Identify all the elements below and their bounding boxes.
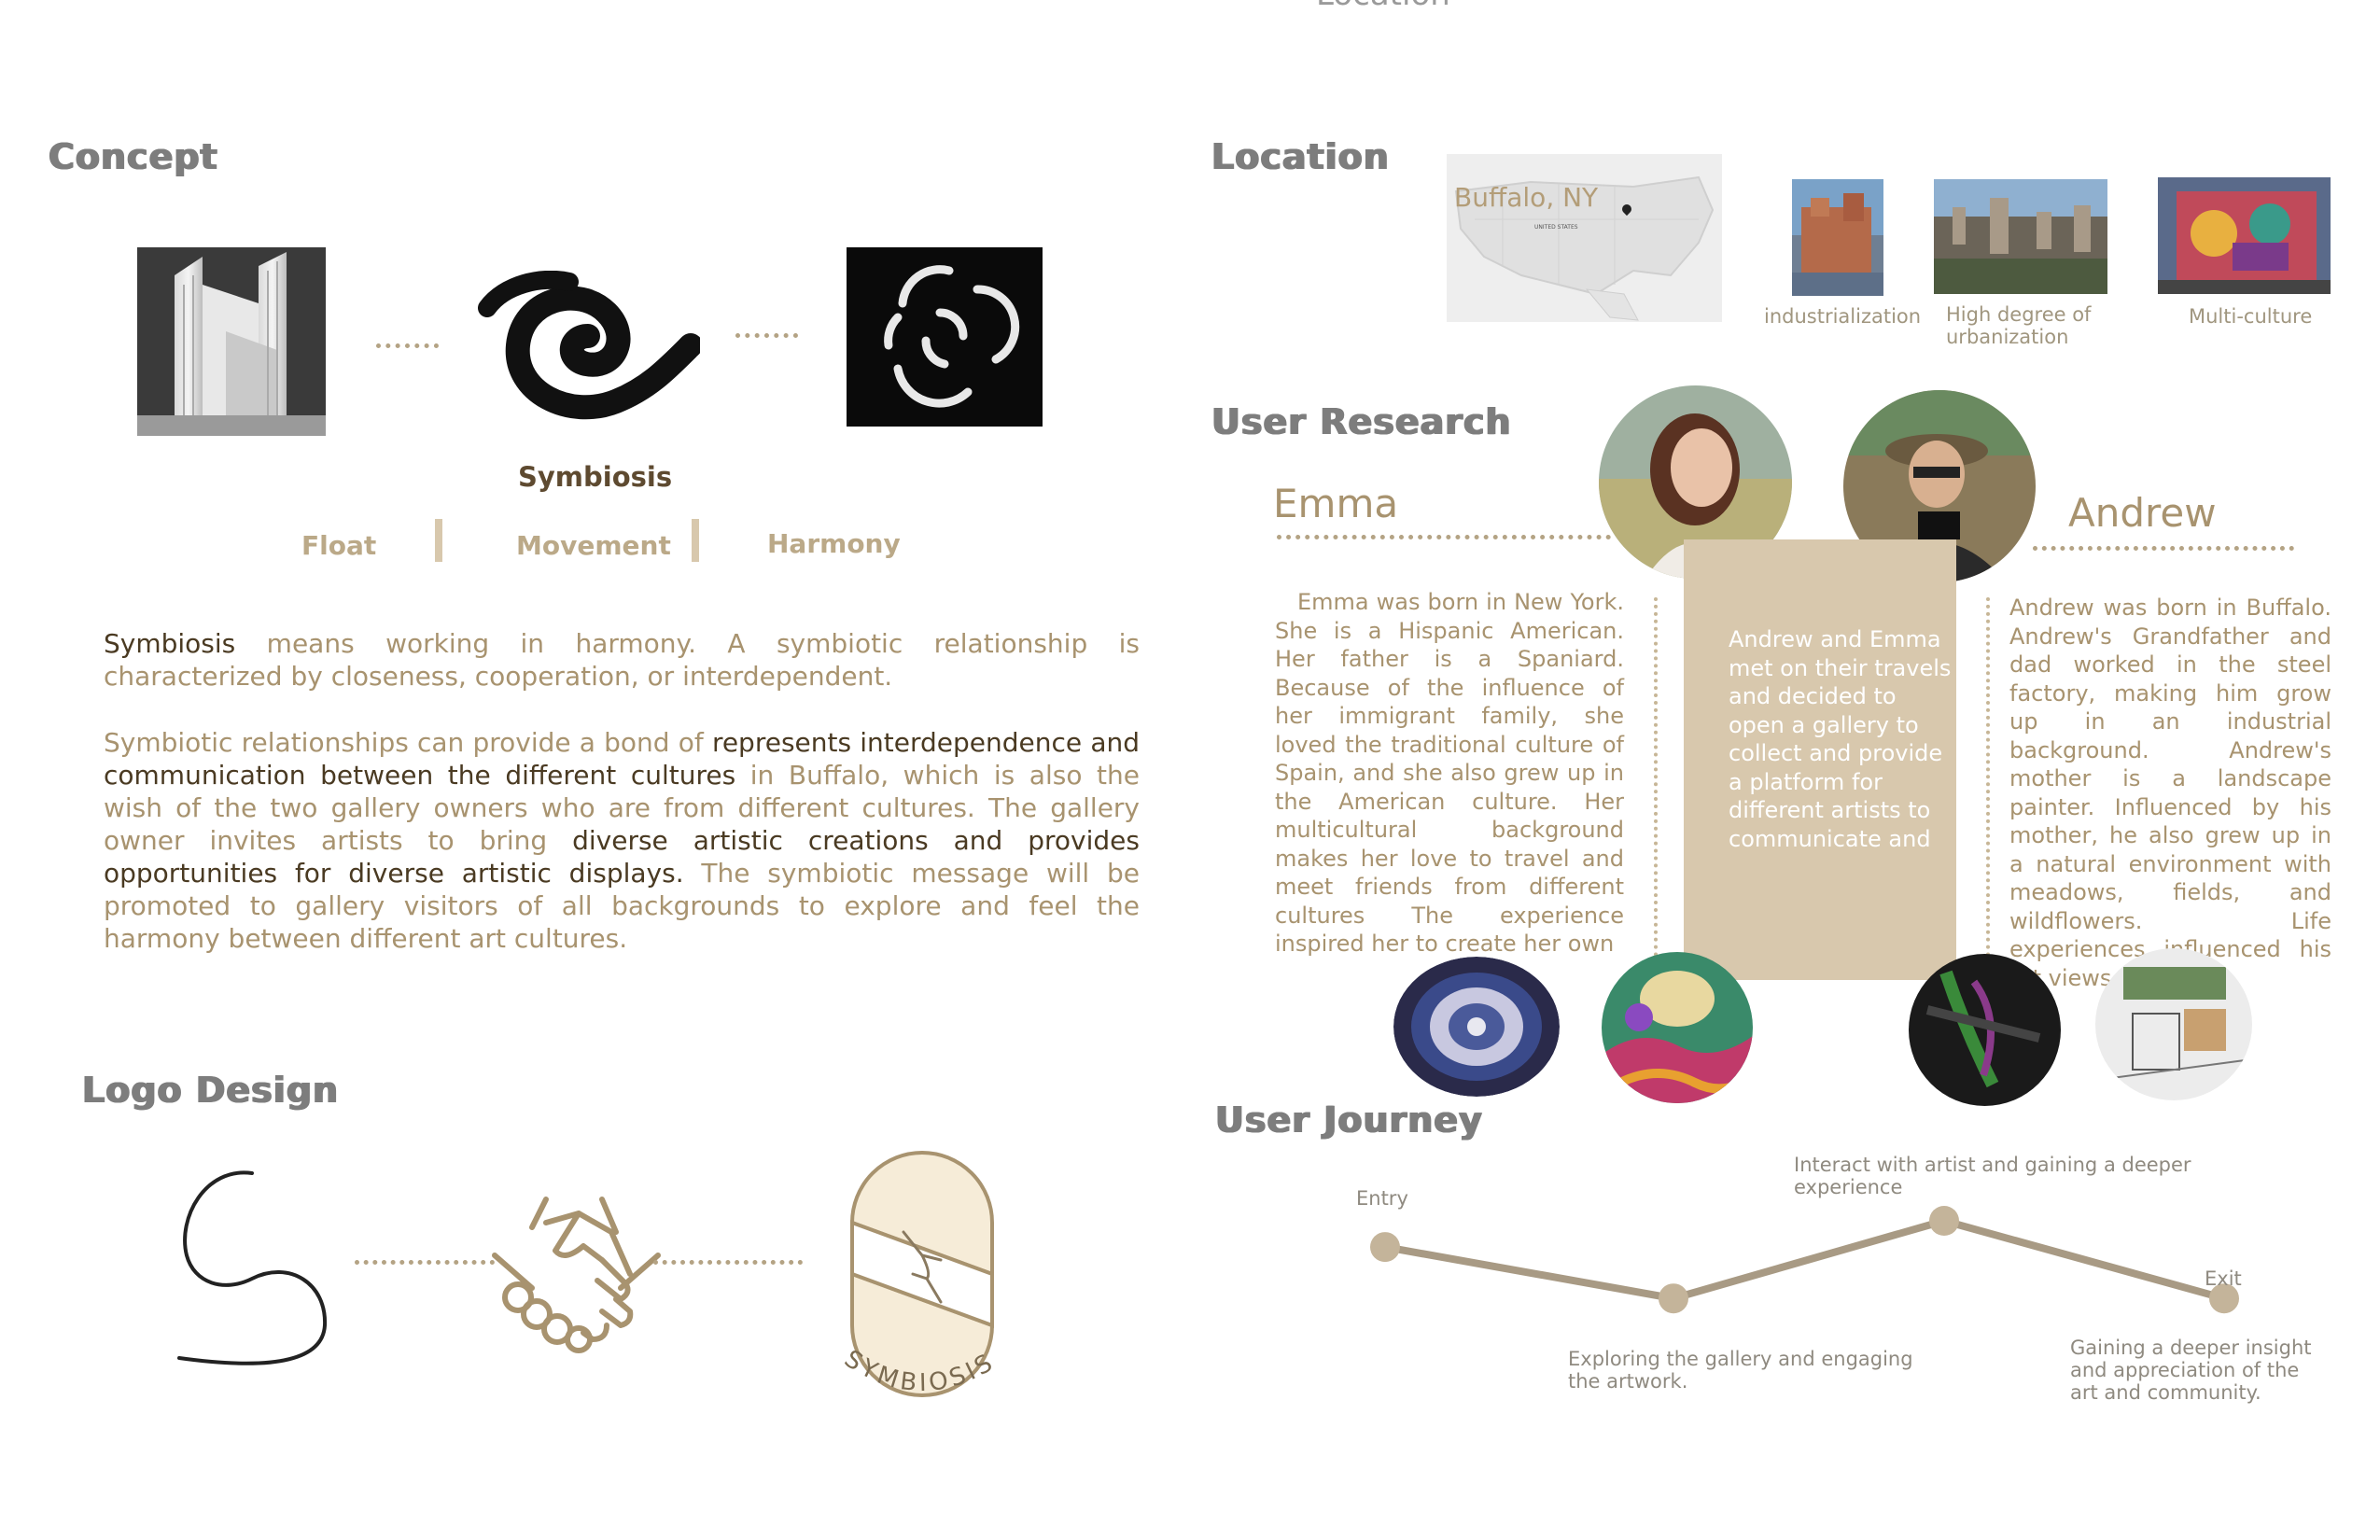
user-research-heading: User Research	[1211, 401, 1512, 442]
concept-title: Symbiosis	[518, 461, 673, 493]
photo-multi-culture	[2158, 177, 2331, 294]
andrew-bio: Andrew was born in Buffalo. Andrew's Gra…	[2009, 595, 2331, 991]
caption-industrialization: industrialization	[1764, 305, 1922, 328]
logo-dots-2	[653, 1260, 803, 1265]
shared-story-text: Andrew and Emma met on their travels and…	[1729, 626, 1952, 852]
emma-underline	[1277, 535, 1611, 539]
journey-desc-explore: Exploring the gallery and engaging the a…	[1568, 1348, 1913, 1393]
spiral-symbol	[476, 270, 703, 420]
dots-connector-1	[376, 343, 439, 348]
map-label: Buffalo, NY	[1454, 182, 1599, 213]
keyword-separator-2	[692, 519, 699, 562]
journey-point-3	[1929, 1206, 1959, 1236]
caption-multi-culture: Multi-culture	[2189, 305, 2313, 328]
art-mandala	[1393, 957, 1560, 1097]
logo-design-heading: Logo Design	[82, 1070, 340, 1111]
symbiosis-logo: SYMBIOSIS	[838, 1143, 1006, 1419]
shared-story-panel: Andrew and Emma met on their travels and…	[1684, 539, 1956, 980]
journey-desc-exit: Gaining a deeper insight and appreciatio…	[2070, 1337, 2312, 1404]
keyword-movement: Movement	[516, 530, 671, 561]
journey-label-exit: Exit	[2205, 1267, 2242, 1290]
logo-dots-1	[355, 1260, 495, 1265]
s-sketch-icon	[168, 1162, 336, 1377]
concept-heading: Concept	[49, 136, 218, 177]
photo-industrialization	[1792, 179, 1883, 296]
handshake-icon	[490, 1195, 663, 1353]
andrew-name: Andrew	[2068, 490, 2217, 536]
abstract-arc-image	[847, 247, 1043, 427]
caption-urbanization: High degree of urbanization	[1946, 303, 2092, 348]
art-dark-weave	[1909, 954, 2061, 1106]
art-sketch-watercolor	[2095, 948, 2252, 1100]
architecture-image	[137, 247, 326, 436]
journey-point-1	[1370, 1232, 1400, 1263]
top-cut-text: Location	[1316, 0, 1450, 13]
journey-desc-interact: Interact with artist and gaining a deepe…	[1794, 1154, 2191, 1198]
emma-bio: Emma was born in New York. She is a Hisp…	[1275, 589, 1624, 957]
us-map: Buffalo, NY UNITED STATES	[1447, 154, 1722, 322]
map-sub-label: UNITED STATES	[1534, 224, 1578, 231]
journey-label-entry: Entry	[1356, 1187, 1408, 1210]
user-journey-heading: User Journey	[1215, 1099, 1483, 1141]
concept-paragraph-1: Symbiosis means working in harmony. A sy…	[104, 628, 1140, 692]
keyword-float: Float	[301, 530, 377, 561]
journey-point-2	[1659, 1283, 1688, 1314]
keyword-separator-1	[435, 519, 442, 562]
keyword-harmony: Harmony	[767, 528, 901, 559]
dots-connector-2	[735, 333, 798, 338]
andrew-divider	[1986, 597, 1990, 957]
emma-avatar	[1599, 385, 1792, 579]
concept-paragraph-2: Symbiotic relationships can provide a bo…	[104, 727, 1141, 954]
photo-urbanization	[1934, 179, 2107, 294]
journey-line	[1381, 1217, 2228, 1303]
journey-point-4	[2209, 1283, 2239, 1314]
emma-name: Emma	[1273, 481, 1399, 526]
emma-divider	[1654, 597, 1658, 957]
location-heading: Location	[1211, 136, 1390, 177]
andrew-underline	[2033, 546, 2294, 551]
art-colorful-painting	[1602, 952, 1753, 1103]
